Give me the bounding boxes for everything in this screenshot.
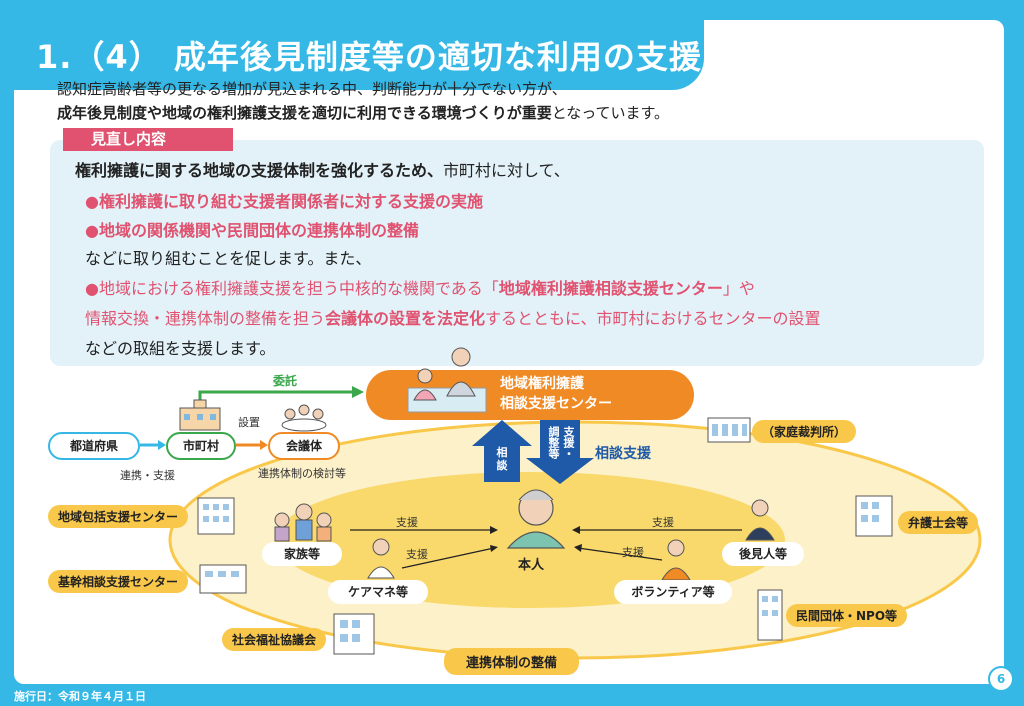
- review-label: 見直し内容: [63, 128, 233, 151]
- support-label-family: 支援: [396, 516, 418, 529]
- intro-line-2-bold: 成年後見制度や地域の権利擁護支援を適切に利用できる環境づくりが重要: [57, 104, 552, 122]
- center-title-line-2: 相談支援センター: [500, 396, 612, 412]
- network-label: 連携体制の整備: [444, 648, 580, 675]
- cooperation-support-label: 連携・支援: [120, 469, 175, 482]
- review-line-6: 情報交換・連携体制の整備を担う会議体の設置を法定化するとともに、市町村におけるセ…: [85, 305, 821, 329]
- title-tab: 1.（4） 成年後見制度等の適切な利用の支援: [14, 20, 704, 90]
- effective-date: 施行日：令和９年４月１日: [14, 690, 146, 703]
- review-line-1: 権利擁護に関する地域の支援体制を強化するため、市町村に対して、: [75, 157, 570, 181]
- person-label: 本人: [518, 558, 545, 573]
- consult-up-label: 相談: [496, 446, 508, 472]
- review-line-6-c: するとともに、市町村におけるセンターの設置: [485, 309, 821, 328]
- commission-label: 委託: [273, 374, 298, 388]
- guardian-label: 後見人等: [722, 542, 804, 566]
- page-number: 6: [988, 666, 1014, 692]
- core-consult-center-label: 基幹相談支援センター: [48, 570, 189, 593]
- intro-line-1: 認知症高齢者等の更なる増加が見込まれる中、判断能力が十分でない方が、: [57, 80, 567, 98]
- support-down-label-2: 調整等: [547, 426, 560, 459]
- caremanager-label: ケアマネ等: [328, 580, 428, 604]
- private-npo-label: 民間団体・NPO等: [786, 604, 908, 627]
- council-note-label: 連携体制の検討等: [258, 467, 346, 480]
- lawyers-label: 弁護士会等: [898, 511, 979, 534]
- support-label-caremanager: 支援: [406, 548, 428, 561]
- review-line-5-b: 地域権利擁護相談支援センター: [498, 279, 723, 298]
- family-court-label: （家庭裁判所）: [752, 420, 857, 443]
- review-bullet-1: ●権利擁護に取り組む支援者関係者に対する支援の実施: [85, 192, 483, 211]
- intro-line-2: 成年後見制度や地域の権利擁護支援を適切に利用できる環境づくりが重要となっています…: [57, 102, 669, 123]
- review-line-5-a: ●地域における権利擁護支援を担う中核的な機関である「: [85, 279, 499, 298]
- support-label-volunteer: 支援: [622, 546, 644, 559]
- volunteer-label: ボランティア等: [614, 580, 732, 604]
- review-line-4: などに取り組むことを促します。また、: [85, 249, 372, 268]
- review-line-6-b: 会議体の設置を法定化: [325, 309, 486, 328]
- social-welfare-label: 社会福祉協議会: [222, 628, 327, 651]
- install-label: 設置: [238, 416, 260, 429]
- council-box: 会議体: [268, 432, 340, 460]
- center-title-line-1: 地域権利擁護: [500, 376, 584, 392]
- comprehensive-center-label: 地域包括支援センター: [48, 505, 189, 528]
- consult-support-label: 相談支援: [595, 446, 651, 462]
- review-line-7: などの取組を支援します。: [85, 339, 276, 358]
- center-title: 地域権利擁護 相談支援センター: [500, 374, 612, 414]
- prefecture-box: 都道府県: [48, 432, 140, 460]
- review-bullet-2: ●地域の関係機関や民間団体の連携体制の整備: [85, 221, 419, 240]
- support-down-label: 支援・ 調整等: [546, 426, 576, 459]
- review-box: [50, 140, 984, 366]
- review-line-1-bold: 権利擁護に関する地域の支援体制を強化するため、: [75, 161, 444, 180]
- family-label: 家族等: [262, 542, 342, 566]
- municipality-box: 市町村: [166, 432, 236, 460]
- support-label-guardian: 支援: [652, 516, 674, 529]
- review-line-1-rest: 市町村に対して、: [443, 161, 570, 180]
- support-down-label-1: 支援・: [562, 426, 575, 459]
- review-line-5-c: 」や: [722, 279, 755, 298]
- review-line-6-a: 情報交換・連携体制の整備を担う: [85, 309, 326, 328]
- review-line-5: ●地域における権利擁護支援を担う中核的な機関である「地域権利擁護相談支援センター…: [85, 275, 755, 299]
- page-title: 1.（4） 成年後見制度等の適切な利用の支援: [36, 38, 702, 76]
- intro-line-2-rest: となっています。: [551, 104, 670, 122]
